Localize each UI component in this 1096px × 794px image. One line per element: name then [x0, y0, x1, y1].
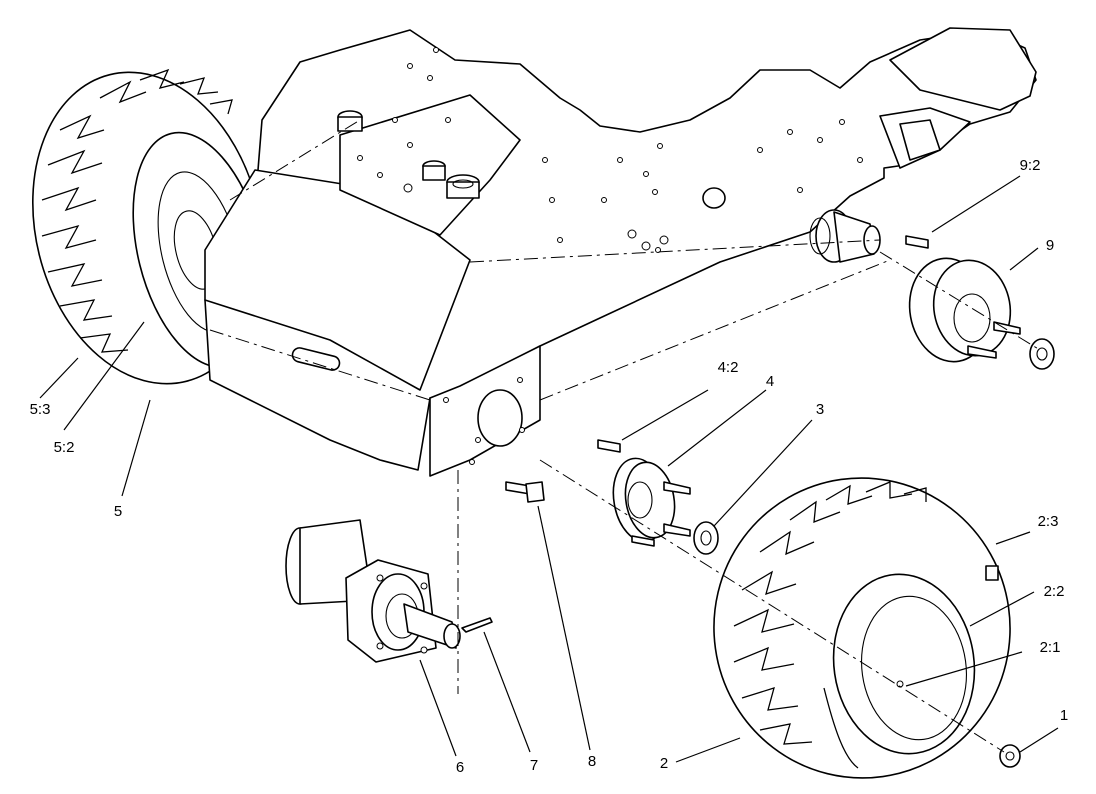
rear-tire-tread	[41, 68, 233, 353]
callout-7: 7	[530, 757, 538, 774]
front-tire-assembly	[713, 477, 1011, 779]
wheel-motor	[285, 519, 461, 663]
assembly-centerlines	[209, 119, 1041, 753]
rear-nut	[1029, 338, 1055, 370]
callout-6: 6	[456, 759, 464, 776]
callout-4-2: 4:2	[718, 359, 739, 376]
callout-2-3: 2:3	[1038, 513, 1059, 530]
front-tire-tread	[733, 481, 927, 769]
callout-5-2: 5:2	[54, 439, 75, 456]
callout-3: 3	[816, 401, 824, 418]
rear-hub	[905, 235, 1021, 363]
front-hub	[597, 439, 691, 547]
castle-nut	[693, 521, 719, 555]
callout-9-2: 9:2	[1020, 157, 1041, 174]
frame-holes	[357, 47, 863, 465]
key	[461, 617, 493, 633]
callout-1: 1	[1060, 707, 1068, 724]
callout-5-3: 5:3	[30, 401, 51, 418]
callout-5: 5	[114, 503, 122, 520]
callout-2-1: 2:1	[1040, 639, 1061, 656]
callout-4: 4	[766, 373, 774, 390]
lug-nut	[999, 744, 1021, 768]
callout-9: 9	[1046, 237, 1054, 254]
callout-2: 2	[660, 755, 668, 772]
leader-lines	[39, 175, 1059, 763]
chassis-frame	[204, 27, 1037, 477]
callout-8: 8	[588, 753, 596, 770]
callout-labels: 9:2 9 4:2 4 3 2:3 2:2 2:1 1 2 8 7 6 5 5:…	[30, 157, 1069, 776]
bolt	[505, 481, 545, 503]
callout-2-2: 2:2	[1044, 583, 1065, 600]
